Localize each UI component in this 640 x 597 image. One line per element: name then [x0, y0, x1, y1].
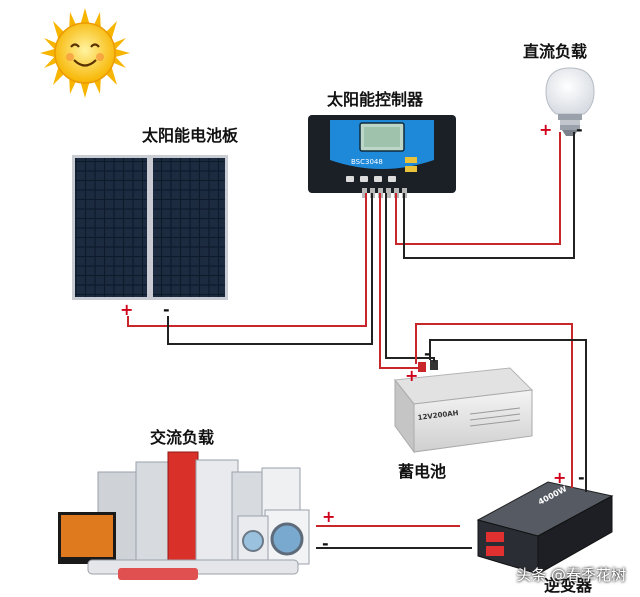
- panel-minus-sign: -: [163, 300, 170, 319]
- inverter-negative-wire: [429, 339, 587, 492]
- ac-plus-sign: +: [322, 507, 336, 526]
- ac-minus-sign: -: [322, 534, 329, 553]
- inverter-positive-wire: [415, 323, 573, 488]
- battery-label: 蓄电池: [398, 462, 447, 481]
- inverter-plus-sign: +: [553, 468, 567, 487]
- charge-controller: [308, 115, 456, 198]
- inverter-label: 逆变器: [544, 576, 593, 595]
- load-positive-wire: [395, 132, 561, 245]
- panel-positive-wire: [127, 193, 367, 327]
- ac-appliances-group: [58, 451, 310, 580]
- bulb-plus-sign: +: [539, 120, 553, 139]
- battery-icon: [394, 360, 534, 454]
- panel-negative-wire: [167, 193, 373, 345]
- watermark: 头条 @春季花树: [516, 566, 626, 584]
- solar-panel-array: [72, 155, 228, 300]
- sun-icon: [40, 8, 130, 98]
- battery-minus-sign: -: [424, 344, 431, 363]
- inverter-minus-sign: -: [578, 468, 585, 487]
- light-bulb-icon: [545, 67, 595, 136]
- ac-load-label: 交流负载: [150, 428, 215, 447]
- dc-load-label: 直流负载: [523, 42, 588, 61]
- panel-plus-sign: +: [120, 300, 134, 319]
- battery-negative-wire: [385, 193, 435, 362]
- controller-label: 太阳能控制器: [327, 90, 424, 109]
- controller-model-text: BSC3048: [351, 158, 383, 166]
- inverter-icon: [476, 481, 614, 575]
- solar-panel-label: 太阳能电池板: [142, 126, 239, 145]
- load-negative-wire: [403, 132, 575, 259]
- bulb-minus-sign: -: [576, 120, 583, 139]
- battery-positive-wire: [379, 193, 421, 372]
- battery-plus-sign: +: [405, 366, 419, 385]
